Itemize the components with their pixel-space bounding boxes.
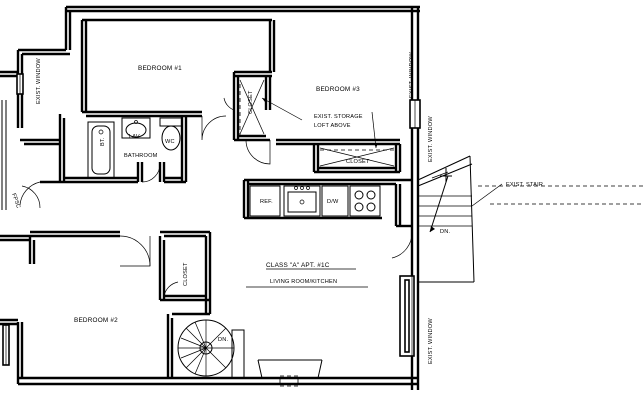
window-right-top bbox=[409, 99, 421, 129]
closet-mid-label: CLOSET bbox=[346, 159, 370, 165]
dishwasher bbox=[321, 185, 349, 217]
fpsc-label: FPSC bbox=[10, 193, 21, 210]
closet-bed2-label: CLOSET bbox=[183, 262, 189, 286]
fpsc-door bbox=[21, 185, 41, 209]
exist-stair-label: EXIST. STAIR bbox=[506, 182, 543, 188]
lavatory bbox=[121, 117, 151, 139]
bathtub bbox=[87, 121, 115, 179]
storage-loft bbox=[239, 84, 378, 149]
bedroom2-label: BEDROOM #2 bbox=[74, 317, 118, 324]
window-right-bottom-label: EXIST. WINDOW bbox=[428, 318, 434, 364]
refrigerator-label: REF. bbox=[260, 199, 273, 205]
window-left bbox=[2, 73, 24, 366]
water-closet bbox=[159, 117, 183, 151]
window-right-mid-label: EXIST. WINDOW bbox=[428, 116, 434, 162]
bathtub-label: BT. bbox=[100, 137, 106, 146]
range bbox=[349, 185, 381, 217]
doors bbox=[19, 97, 413, 297]
window-left-label: EXIST. WINDOW bbox=[36, 58, 42, 104]
exterior-walls bbox=[0, 5, 420, 390]
window-right-top-label: EXIST. WINDOW bbox=[409, 52, 415, 98]
stair-dn-spiral-label: DN. bbox=[218, 337, 228, 343]
window-bottom-bay bbox=[257, 359, 323, 387]
bedroom1-label: BEDROOM #1 bbox=[138, 65, 182, 72]
closet-top-label: CLOSET bbox=[248, 90, 254, 114]
stair-dn-right-label: DN. bbox=[440, 229, 450, 235]
lavatory-label: LAV bbox=[129, 134, 140, 140]
exist-stair bbox=[417, 155, 644, 283]
storage-label-line1: EXIST. STORAGE bbox=[314, 114, 363, 120]
living-kitchen-label: LIVING ROOM/KITCHEN bbox=[270, 279, 337, 285]
apartment-label: CLASS "A" APT. #1C bbox=[266, 262, 330, 269]
storage-label-line2: LOFT ABOVE bbox=[314, 123, 351, 129]
spiral-stair bbox=[177, 319, 245, 379]
refrigerator bbox=[249, 185, 281, 217]
interior-walls bbox=[20, 18, 412, 378]
window-right-bottom bbox=[399, 275, 415, 357]
closet-mid-diagonals bbox=[319, 147, 395, 167]
bathroom-label: BATHROOM bbox=[124, 153, 158, 159]
water-closet-label: WC bbox=[165, 139, 175, 145]
dishwasher-label: D/W bbox=[327, 199, 339, 205]
bedroom3-label: BEDROOM #3 bbox=[316, 86, 360, 93]
kitchen-sink bbox=[283, 185, 321, 217]
closet-top-diagonals bbox=[239, 79, 265, 135]
